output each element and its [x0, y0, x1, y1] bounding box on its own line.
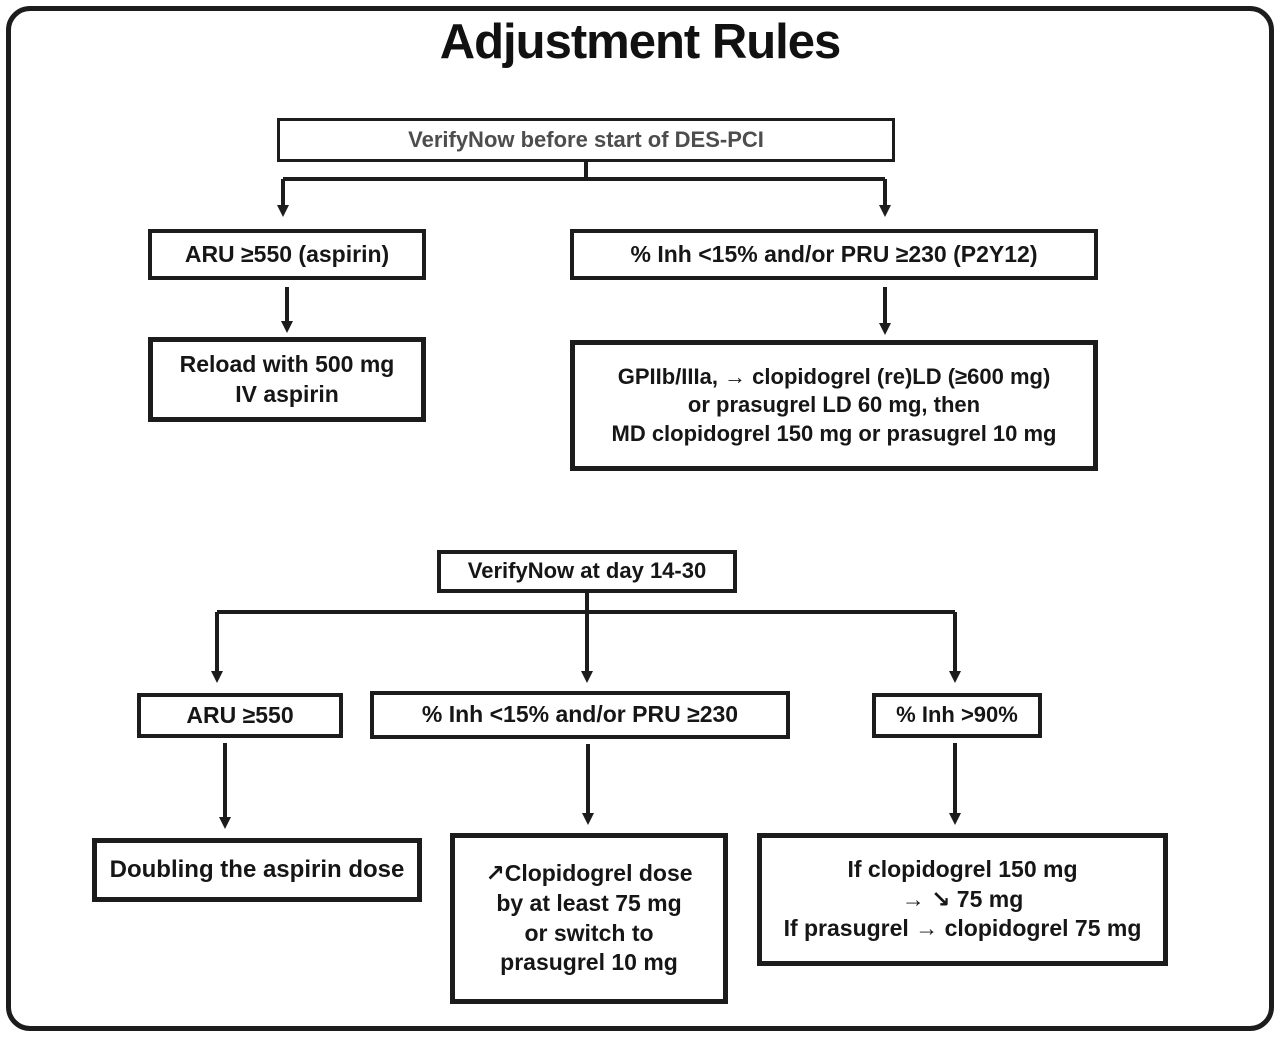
node-action-reduce-dose: If clopidogrel 150 mg → ↘ 75 mg If prasu… [757, 833, 1168, 966]
node-verifynow-day-14-30: VerifyNow at day 14-30 [437, 550, 737, 593]
node-text-line: If prasugrel → clopidogrel 75 mg [783, 915, 1142, 942]
node-condition-inh-pru: % Inh <15% and/or PRU ≥230 [370, 691, 790, 739]
node-label: % Inh <15% and/or PRU ≥230 [421, 701, 739, 728]
node-text-line: If clopidogrel 150 mg [847, 855, 1078, 882]
node-condition-aru550: ARU ≥550 [137, 693, 343, 738]
node-action-gpiib-loading: GPIIb/IIIa, → clopidogrel (re)LD (≥600 m… [570, 340, 1098, 471]
node-action-reload-aspirin: Reload with 500 mg IV aspirin [148, 337, 426, 422]
node-text-line: by at least 75 mg [496, 889, 682, 916]
node-action-double-aspirin: Doubling the aspirin dose [92, 838, 422, 902]
node-label: ARU ≥550 (aspirin) [184, 240, 390, 267]
node-label: VerifyNow at day 14-30 [467, 558, 707, 584]
node-text-line: IV aspirin [235, 380, 339, 407]
node-label: % Inh >90% [896, 702, 1018, 728]
node-text-line: GPIIb/IIIa, → clopidogrel (re)LD (≥600 m… [617, 363, 1051, 389]
node-text-line: or prasugrel LD 60 mg, then [687, 392, 981, 418]
node-text-line: → ↘ 75 mg [901, 885, 1024, 912]
edge-split-2 [217, 593, 955, 614]
node-action-increase-clopidogrel: ↗Clopidogrel dose by at least 75 mg or s… [450, 833, 728, 1004]
node-text-line: Reload with 500 mg [179, 350, 395, 377]
node-text-line: ↗Clopidogrel dose [485, 859, 693, 886]
diagram-title: Adjustment Rules [439, 15, 842, 69]
node-text-line: prasugrel 10 mg [500, 949, 678, 976]
node-condition-inh-pru-p2y12: % Inh <15% and/or PRU ≥230 (P2Y12) [570, 229, 1098, 280]
node-verifynow-before-des-pci: VerifyNow before start of DES-PCI [277, 118, 895, 162]
node-label: VerifyNow before start of DES-PCI [408, 126, 764, 152]
node-text-line: MD clopidogrel 150 mg or prasugrel 10 mg [611, 420, 1057, 446]
node-label: ARU ≥550 [186, 701, 294, 728]
node-label: % Inh <15% and/or PRU ≥230 (P2Y12) [630, 240, 1038, 267]
node-text-line: Doubling the aspirin dose [109, 856, 405, 884]
node-condition-inh-over-90: % Inh >90% [872, 693, 1042, 738]
node-text-line: or switch to [524, 919, 654, 946]
node-condition-aru550-aspirin: ARU ≥550 (aspirin) [148, 229, 426, 280]
edge-split-1 [283, 160, 885, 181]
